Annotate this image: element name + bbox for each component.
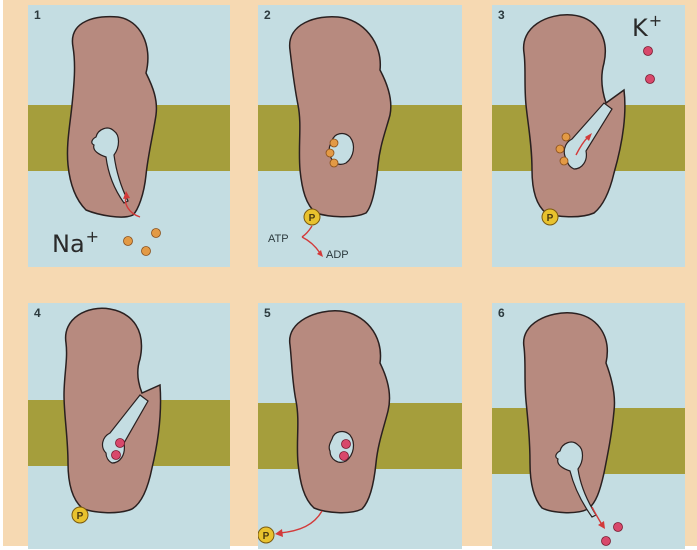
potassium-ion bbox=[614, 523, 623, 532]
potassium-ion bbox=[602, 537, 611, 546]
panel-6-drawing bbox=[492, 303, 685, 549]
sodium-ion bbox=[560, 157, 568, 165]
pump-protein bbox=[67, 17, 156, 217]
phosphate-label: P bbox=[547, 213, 554, 224]
pump-protein bbox=[290, 311, 390, 513]
sodium-ion bbox=[330, 159, 338, 167]
panel-4: P 4 bbox=[28, 303, 230, 549]
potassium-ion bbox=[644, 47, 653, 56]
panel-1: 1 Na+ bbox=[28, 5, 230, 267]
atp-to-phosphate-arrow bbox=[302, 226, 312, 237]
panel-5: P 5 bbox=[258, 303, 462, 549]
arrowhead bbox=[275, 529, 283, 537]
panel-number: 5 bbox=[264, 306, 271, 320]
panel-number: 1 bbox=[34, 8, 41, 22]
atp-to-adp-arrow bbox=[302, 237, 320, 253]
panel-3: P 3 K+ bbox=[492, 5, 685, 267]
pump-protein bbox=[524, 313, 615, 513]
panel-number: 3 bbox=[498, 8, 505, 22]
potassium-label: K+ bbox=[632, 11, 662, 42]
panel-5-drawing: P bbox=[258, 303, 462, 549]
panel-number: 4 bbox=[34, 306, 41, 320]
phosphate-label: P bbox=[263, 531, 270, 542]
sodium-ion bbox=[326, 149, 334, 157]
sodium-ion bbox=[562, 133, 570, 141]
panel-4-drawing: P bbox=[28, 303, 230, 549]
panel-number: 2 bbox=[264, 8, 271, 22]
atp-label: ATP bbox=[268, 233, 289, 245]
sodium-ion bbox=[152, 229, 161, 238]
potassium-ion bbox=[646, 75, 655, 84]
adp-label: ADP bbox=[326, 249, 349, 261]
sodium-label: Na+ bbox=[52, 227, 99, 258]
phosphate-label: P bbox=[77, 511, 84, 522]
arrowhead bbox=[598, 521, 605, 529]
potassium-ion bbox=[340, 452, 349, 461]
sodium-ion bbox=[556, 145, 564, 153]
phosphate-label: P bbox=[309, 213, 316, 224]
panel-6: 6 bbox=[492, 303, 685, 549]
panel-3-drawing: P bbox=[492, 5, 685, 267]
pump-protein bbox=[524, 15, 625, 217]
pump-protein bbox=[64, 308, 161, 512]
pump-protein bbox=[290, 17, 391, 217]
potassium-ion bbox=[342, 440, 351, 449]
potassium-ion bbox=[116, 439, 125, 448]
panel-number: 6 bbox=[498, 306, 505, 320]
potassium-ion bbox=[112, 451, 121, 460]
sodium-ion bbox=[142, 247, 151, 256]
sodium-ion bbox=[124, 237, 133, 246]
sodium-ion bbox=[330, 139, 338, 147]
release-arrow bbox=[280, 511, 322, 533]
panel-2: P 2 ATP ADP bbox=[258, 5, 462, 267]
panel-2-drawing: P bbox=[258, 5, 462, 267]
